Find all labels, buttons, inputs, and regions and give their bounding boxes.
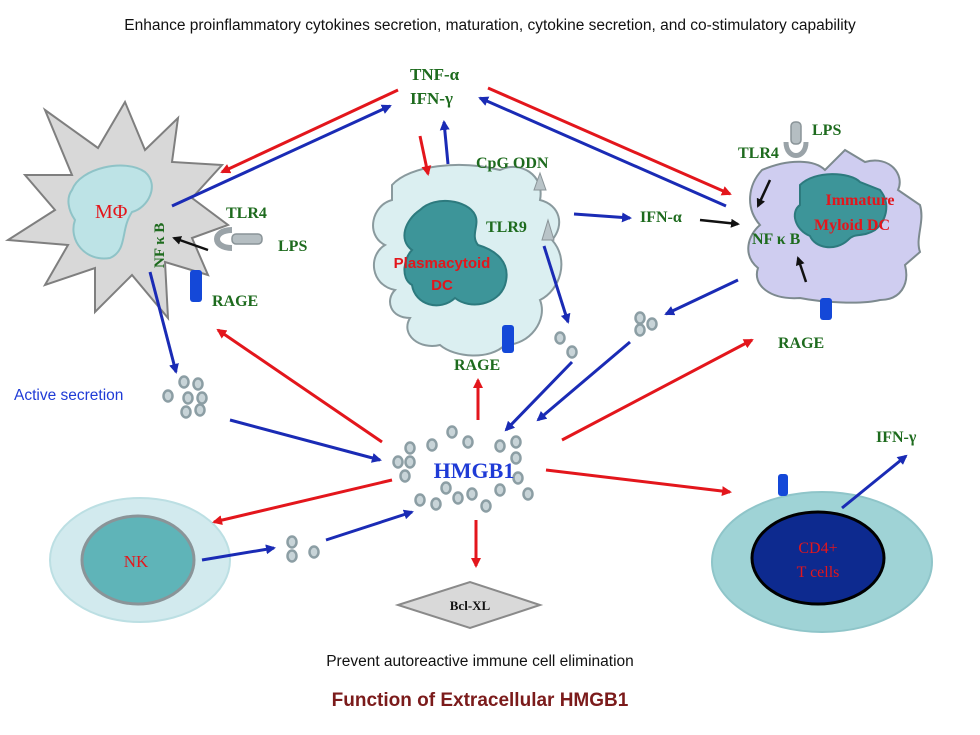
mdc-rage-to-nfkb-arrow (795, 256, 808, 283)
pdc-tlr9-label: TLR9 (486, 219, 527, 236)
mdc-label-line1: Immature (825, 192, 894, 209)
nk-nucleus (80, 514, 196, 606)
tcell-label-line2: T cells (797, 564, 840, 581)
mdc-nucleus (793, 173, 888, 249)
top-ifn-gamma: IFN-γ (410, 89, 453, 108)
hmgb1-to-tcell-arrow (545, 468, 732, 497)
pdc-label-line1: Plasmacytoid (394, 255, 491, 272)
tcell-label-line1: CD4+ (798, 540, 837, 557)
mdc-nfkb-label: NF κ B (752, 231, 801, 248)
pdc-rage-label: RAGE (454, 357, 500, 374)
mdc-rage-receptor (820, 298, 832, 320)
pdc-label-line2: DC (431, 277, 453, 294)
tcell-rage-receptor (778, 474, 788, 496)
pdc-particles-to-hmgb1-arrow (504, 360, 574, 432)
red-arrows (212, 86, 754, 568)
macrophage-cell: MΦ NF κ B (4, 99, 231, 321)
ifn-alpha-label: IFN-α (640, 209, 682, 226)
header-text: Enhance proinflammatory cytokines secret… (124, 17, 856, 34)
ifn-alpha-to-mdc-arrow (699, 218, 740, 228)
tnf-to-pdc-arrow (418, 135, 432, 176)
mdc-particles-to-hmgb1-arrow (536, 340, 631, 422)
mdc-to-ifng-arrow (478, 96, 727, 208)
tcell-nucleus (750, 510, 886, 606)
pdc-tlr9-receptor (541, 218, 555, 241)
mdc-tlr4-to-nfkb-arrow (756, 179, 772, 208)
pdc-cpg-receptor (533, 171, 547, 191)
active-secretion-label: Active secretion (14, 387, 123, 404)
macrophage-tlr4-receptor (214, 227, 263, 251)
pdc-rage-receptor (502, 325, 514, 353)
hmgb1-to-nk-arrow (212, 478, 393, 526)
nk-cell: NK (49, 497, 231, 623)
nk-particles-to-hmgb1-arrow (325, 509, 414, 542)
macrophage-nfkb-label: NF κ B (152, 223, 168, 268)
footer-note: Prevent autoreactive immune cell elimina… (326, 653, 634, 670)
hmgb1-label: HMGB1 (434, 458, 515, 483)
plasmacytoid-dc-cell: Plasmacytoid DC (372, 164, 563, 357)
macrophage-rage-label: RAGE (212, 293, 258, 310)
bclxl-label: Bcl-XL (450, 598, 491, 613)
top-tnf-alpha: TNF-α (410, 65, 460, 84)
mdc-rage-label: RAGE (778, 335, 824, 352)
macrophage-label: MΦ (95, 201, 128, 223)
myeloid-dc-cell: Immature Myloid DC NF κ B (747, 148, 923, 304)
hmgb1-to-mdc-rage-arrow (561, 338, 754, 442)
macrophage-lps-label: LPS (278, 238, 307, 255)
macrophage-active-secretion-arrow (148, 271, 179, 374)
secretion-to-hmgb1-arrow (229, 418, 382, 463)
mdc-release-arrow (664, 278, 739, 316)
bclxl-diamond (394, 580, 544, 630)
hmgb1-particles (162, 311, 658, 563)
nk-label: NK (124, 552, 149, 571)
macrophage-nucleus (67, 164, 153, 260)
pdc-cpg-label: CpG ODN (476, 155, 549, 172)
mdc-label-line2: Myloid DC (814, 217, 890, 234)
tnf-to-macrophage-arrow (220, 88, 399, 174)
hmgb1-to-macrophage-rage-arrow (216, 328, 383, 444)
t-cell: CD4+ T cells (711, 491, 933, 633)
mdc-tlr4-receptor (783, 121, 809, 158)
mdc-lps-label: LPS (812, 122, 841, 139)
pdc-to-ifng-arrow (439, 120, 450, 165)
macrophage-nfkb-to-tnf-arrow (171, 104, 392, 208)
tnf-to-mdc-arrow (487, 86, 732, 196)
mdc-tlr4-label: TLR4 (738, 145, 779, 162)
pdc-nucleus (403, 199, 508, 307)
blue-arrows (148, 96, 908, 562)
tcell-ifn-gamma-label: IFN-γ (876, 429, 917, 446)
tlr9-to-ifn-alpha-arrow (573, 212, 632, 223)
tlr4-to-nfkb-arrow (172, 236, 209, 252)
tcell-to-ifng-arrow (841, 454, 908, 510)
pdc-release-arrow (542, 245, 571, 324)
figure-title: Function of Extracellular HMGB1 (332, 690, 629, 711)
macrophage-rage-receptor (190, 270, 202, 302)
nk-to-particles-arrow (201, 544, 276, 562)
macrophage-tlr4-label: TLR4 (226, 205, 267, 222)
